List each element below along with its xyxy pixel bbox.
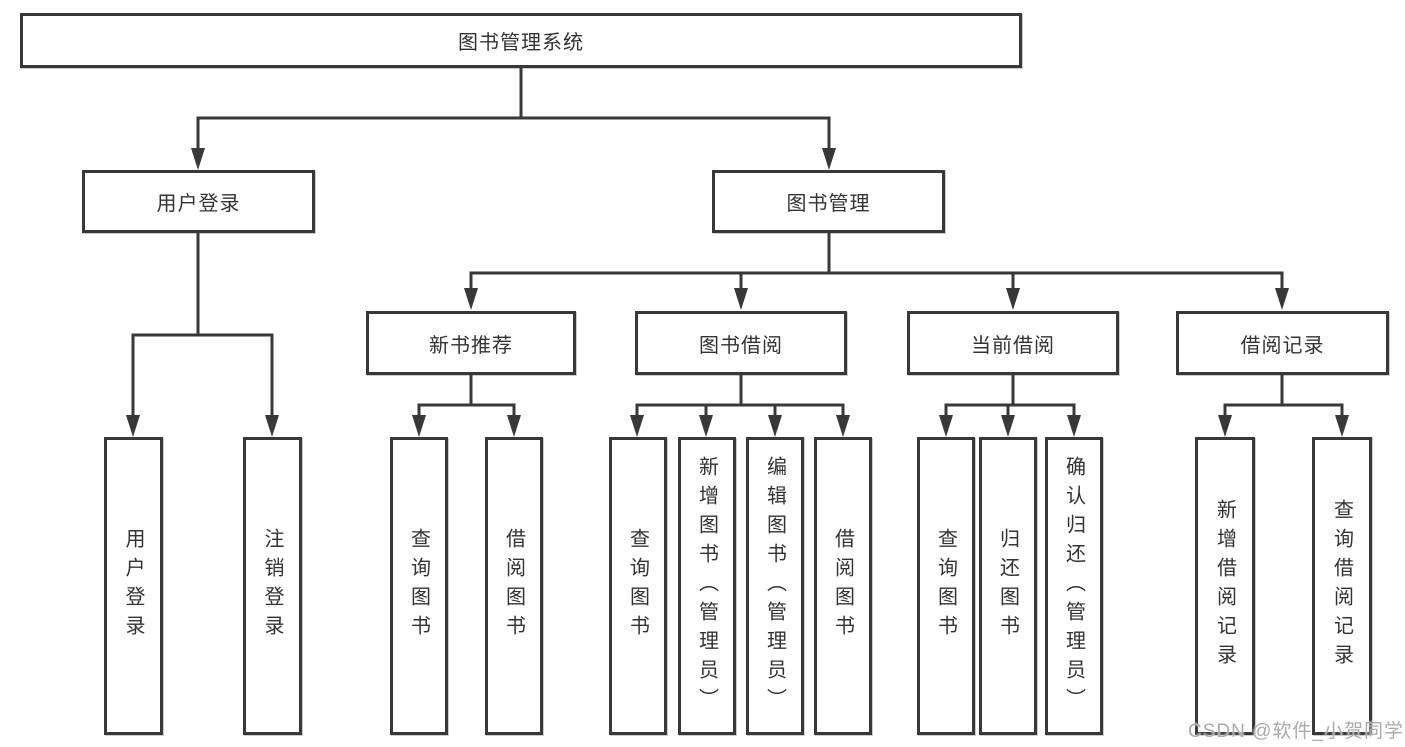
node-book-management: 图书管理 (712, 170, 945, 233)
leaf-records-query: 查询借阅记录 (1312, 437, 1372, 735)
leaf-current-return: 归还图书 (979, 437, 1037, 735)
arrowheads (126, 148, 1349, 437)
leaf-borrow-query: 查询图书 (609, 437, 667, 735)
node-current-borrow: 当前借阅 (907, 311, 1119, 375)
node-root: 图书管理系统 (20, 13, 1022, 68)
leaf-borrow-book: 借阅图书 (814, 437, 872, 735)
leaf-current-query: 查询图书 (917, 437, 975, 735)
leaf-newbook-query: 查询图书 (390, 437, 448, 735)
node-new-book-recommend: 新书推荐 (366, 311, 576, 375)
node-book-borrow: 图书借阅 (635, 311, 847, 375)
leaf-logout: 注销登录 (243, 437, 302, 735)
node-borrow-records: 借阅记录 (1176, 311, 1389, 375)
tree-edges (131, 66, 1344, 421)
leaf-user-login: 用户登录 (104, 437, 163, 735)
leaf-newbook-borrow: 借阅图书 (485, 437, 543, 735)
leaf-borrow-edit-admin: 编辑图书（管理员） (746, 437, 804, 735)
leaf-current-confirm-admin: 确认归还（管理员） (1045, 437, 1103, 735)
node-user-login: 用户登录 (82, 170, 315, 233)
leaf-records-add: 新增借阅记录 (1195, 437, 1255, 735)
leaf-borrow-add-admin: 新增图书（管理员） (678, 437, 736, 735)
csdn-watermark: CSDN @软件_小贺同学 (1188, 721, 1404, 742)
